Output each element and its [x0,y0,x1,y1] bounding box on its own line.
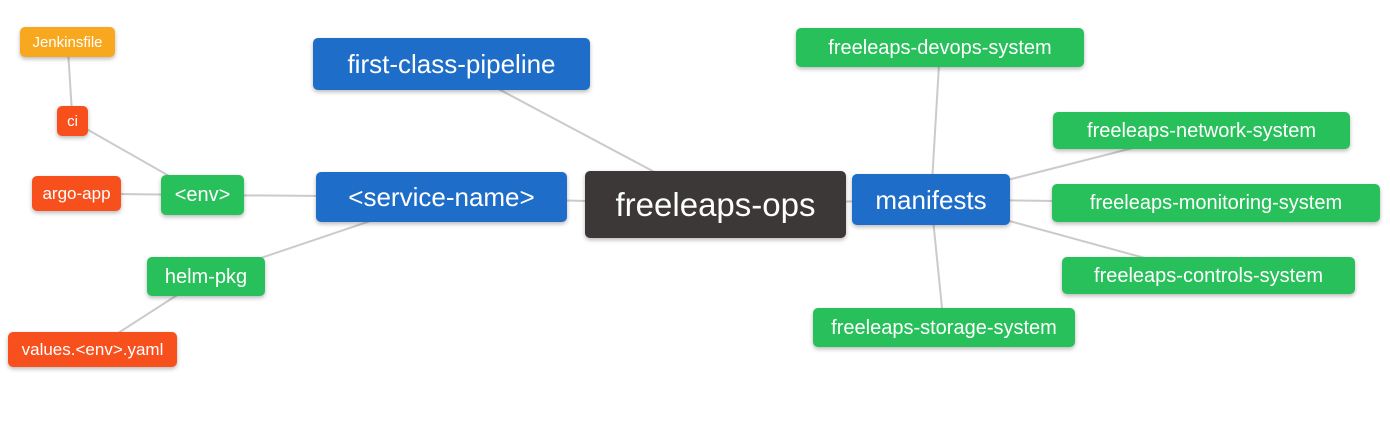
node-helm-pkg[interactable]: helm-pkg [147,257,265,296]
node-label: freeleaps-devops-system [828,36,1052,59]
node-freeleaps-network-system[interactable]: freeleaps-network-system [1053,112,1350,149]
node-freeleaps-monitoring-system[interactable]: freeleaps-monitoring-system [1052,184,1380,222]
node-label: ci [67,112,78,130]
node-label: <env> [174,184,231,206]
node-label: argo-app [42,184,111,203]
node-freeleaps-devops-system[interactable]: freeleaps-devops-system [796,28,1084,67]
node-jenkinsfile[interactable]: Jenkinsfile [20,27,115,57]
node-freeleaps-storage-system[interactable]: freeleaps-storage-system [813,308,1075,347]
node-label: freeleaps-ops [615,186,816,223]
node-label: freeleaps-controls-system [1094,264,1323,287]
node-label: manifests [875,184,987,215]
node-values-env-yaml[interactable]: values.<env>.yaml [8,332,177,367]
node-label: helm-pkg [164,265,248,288]
node-label: first-class-pipeline [347,49,556,79]
node-label: <service-name> [348,182,535,212]
node-label: freeleaps-network-system [1087,119,1316,142]
node-first-class-pipeline[interactable]: first-class-pipeline [313,38,590,90]
node-ci[interactable]: ci [57,106,88,136]
node-manifests[interactable]: manifests [852,174,1010,225]
node-label: freeleaps-storage-system [831,316,1057,339]
node-label: values.<env>.yaml [21,340,164,359]
node-argo-app[interactable]: argo-app [32,176,121,211]
node-env[interactable]: <env> [161,175,244,215]
node-freeleaps-ops[interactable]: freeleaps-ops [585,171,846,238]
node-service-name[interactable]: <service-name> [316,172,567,222]
node-label: Jenkinsfile [32,33,103,51]
node-freeleaps-controls-system[interactable]: freeleaps-controls-system [1062,257,1355,294]
node-label: freeleaps-monitoring-system [1089,192,1343,214]
